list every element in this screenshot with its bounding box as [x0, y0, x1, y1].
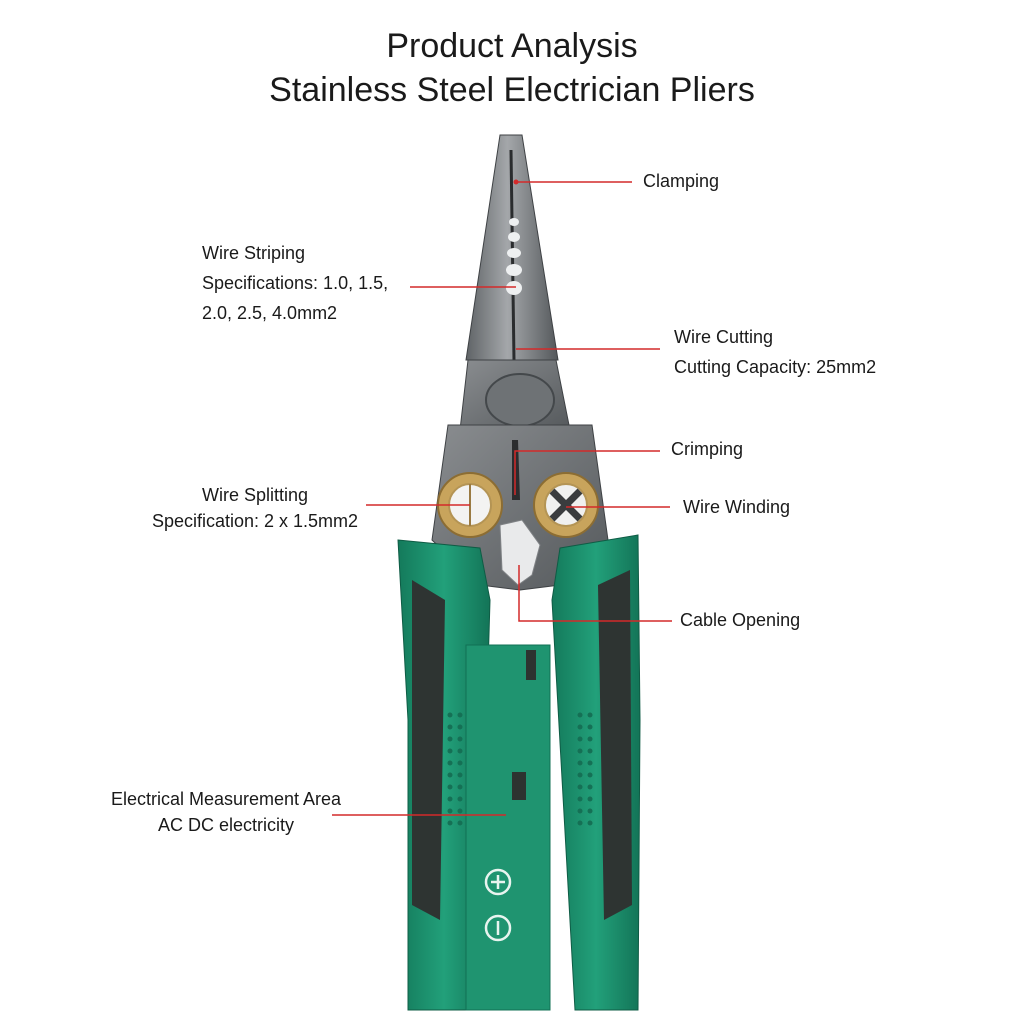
grip-dots-left [447, 712, 463, 826]
minus-circle-icon [484, 914, 512, 942]
label-wire-splitting: Wire Splitting Specification: 2 x 1.5mm2 [135, 482, 375, 534]
grip-dots-right [577, 712, 593, 826]
label-wire-winding: Wire Winding [683, 497, 791, 517]
wire-splitting-title: Wire Splitting [201, 485, 309, 505]
wire-cutting-title: Wire Cutting [674, 327, 774, 347]
wire-striping-spec-2: 2.0, 2.5, 4.0mm2 [202, 303, 338, 323]
label-cable-opening: Cable Opening [680, 610, 801, 630]
callout-line-crimping [514, 450, 660, 495]
wire-splitting-spec: Specification: 2 x 1.5mm2 [151, 511, 359, 531]
pivot-rivet [485, 373, 555, 427]
label-crimping: Crimping [671, 439, 744, 459]
page-title: Product Analysis [386, 27, 638, 65]
crimp-slot [512, 440, 520, 500]
wire-striping-spec-1: Specifications: 1.0, 1.5, [202, 273, 389, 293]
cable-opening-teeth [499, 519, 541, 586]
page-subtitle: Stainless Steel Electrician Pliers [269, 71, 755, 109]
right-handle-grip [598, 570, 632, 920]
measurement-window [512, 772, 526, 800]
wire-cutting-spec: Cutting Capacity: 25mm2 [674, 357, 877, 377]
label-wire-striping: Wire Striping Specifications: 1.0, 1.5, … [202, 238, 388, 328]
measurement-spec: AC DC electricity [157, 815, 295, 835]
stripping-holes [506, 218, 522, 295]
callout-lines [332, 181, 672, 816]
measurement-clip [526, 650, 536, 680]
measurement-title: Electrical Measurement Area [110, 789, 342, 809]
wire-striping-title: Wire Striping [202, 243, 306, 263]
callout-line-cable-opening [518, 565, 672, 622]
plus-circle-icon [484, 868, 512, 896]
label-clamping: Clamping [643, 171, 720, 191]
clamping-dot [513, 179, 519, 185]
measurement-block [465, 644, 551, 1011]
label-wire-cutting: Wire Cutting Cutting Capacity: 25mm2 [674, 322, 876, 382]
left-handle-grip [412, 580, 445, 920]
wire-winding-hole [533, 472, 599, 538]
label-measurement: Electrical Measurement Area AC DC electr… [92, 786, 360, 838]
